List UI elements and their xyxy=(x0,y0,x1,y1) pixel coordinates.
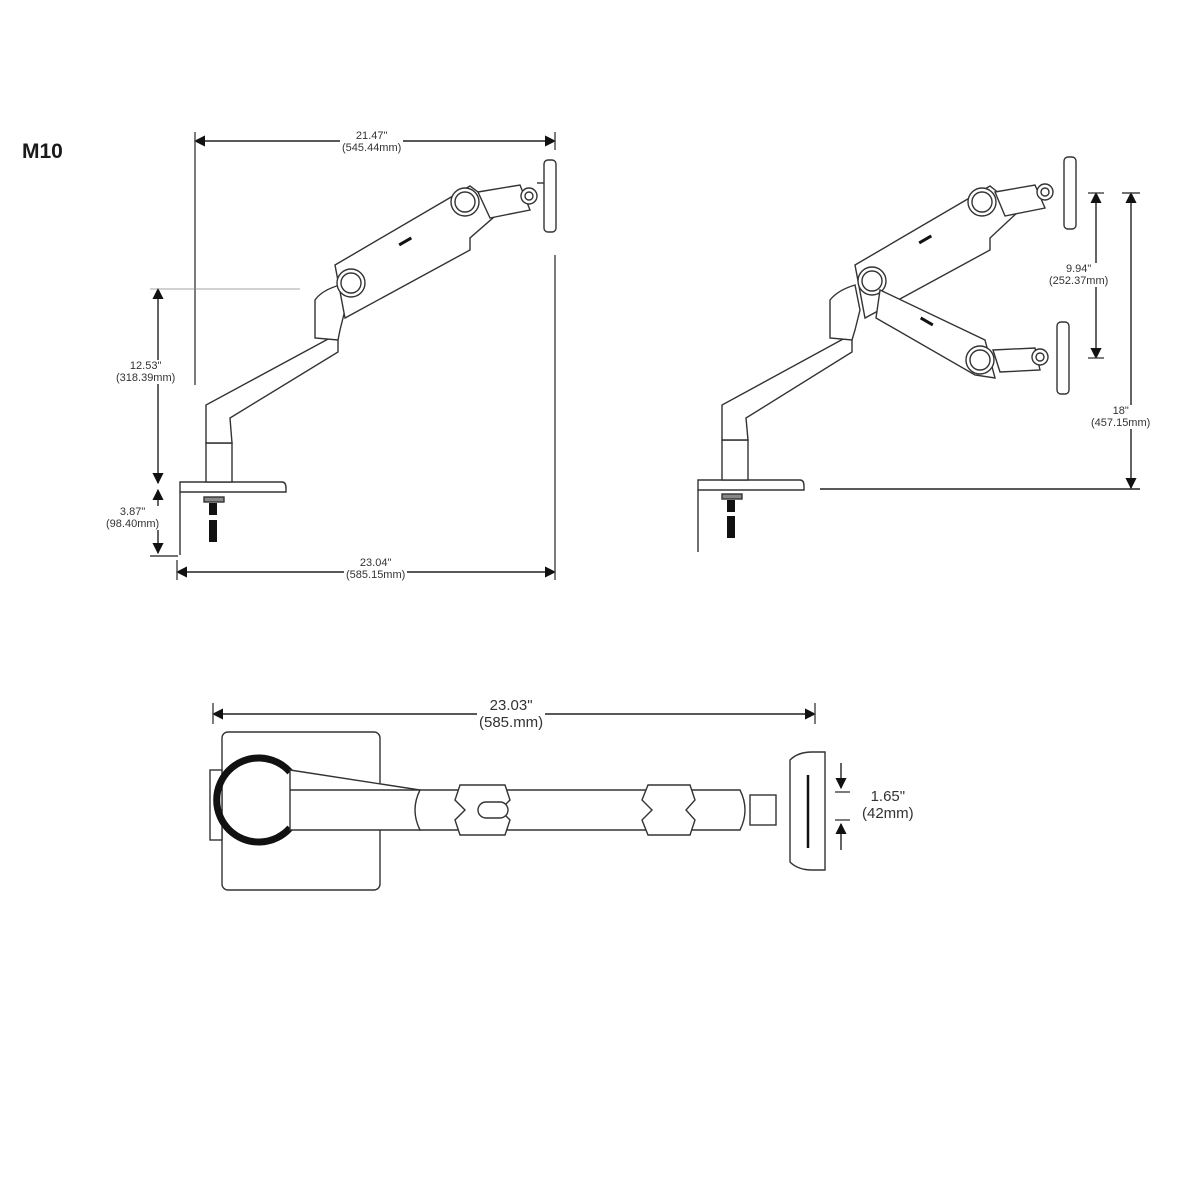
dim-clamp-height: 3.87" (98.40mm) xyxy=(104,506,162,530)
dim-total-reach-in: 23.04" xyxy=(359,557,392,569)
dim-height-range-mm: (318.39mm) xyxy=(116,372,176,384)
dim-max-height-in: 18" xyxy=(1112,405,1129,417)
dim-total-reach-mm: (585.15mm) xyxy=(346,569,406,581)
dim-height-range-in: 12.53" xyxy=(129,360,162,372)
dim-top-total-length-in: 23.03" xyxy=(489,697,533,714)
dim-top-total-length: 23.03" (585.mm) xyxy=(477,697,546,731)
dim-vertical-travel: 9.94" (252.37mm) xyxy=(1047,263,1111,287)
model-title: M10 xyxy=(22,140,63,163)
dim-mount-offset: 1.65" (42mm) xyxy=(860,788,916,822)
dim-vertical-travel-mm: (252.37mm) xyxy=(1049,275,1109,287)
dim-mount-offset-mm: (42mm) xyxy=(862,805,914,822)
dim-arm-reach: 21.47" (545.44mm) xyxy=(340,130,404,154)
dim-top-total-length-mm: (585.mm) xyxy=(479,714,544,731)
dim-arm-reach-in: 21.47" xyxy=(355,130,388,142)
dim-vertical-travel-in: 9.94" xyxy=(1065,263,1092,275)
dim-clamp-height-in: 3.87" xyxy=(119,506,146,518)
side-view-single-arm xyxy=(150,132,557,580)
dim-max-height-mm: (457.15mm) xyxy=(1091,417,1151,429)
dim-max-height: 18" (457.15mm) xyxy=(1089,405,1153,429)
dim-arm-reach-mm: (545.44mm) xyxy=(342,142,402,154)
dim-clamp-height-mm: (98.40mm) xyxy=(106,518,160,530)
dim-total-reach: 23.04" (585.15mm) xyxy=(344,557,408,581)
top-view xyxy=(209,703,850,891)
dim-mount-offset-in: 1.65" xyxy=(870,788,906,805)
dim-height-range: 12.53" (318.39mm) xyxy=(114,360,178,384)
side-view-height-range xyxy=(697,156,1140,552)
